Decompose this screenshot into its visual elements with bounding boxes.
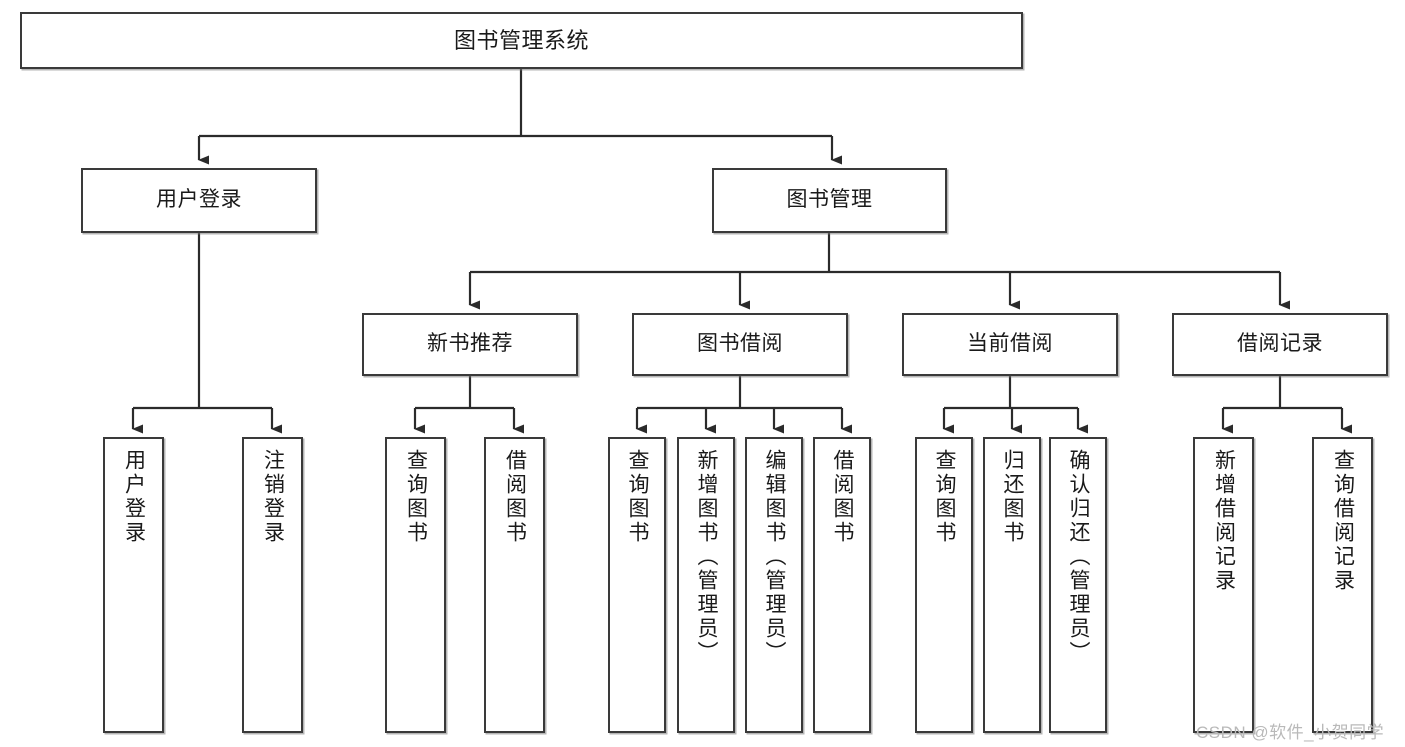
node-leaf-add-borrow-record[interactable]: 新增借阅记录 bbox=[1193, 437, 1254, 733]
node-leaf-borrow-book-rec[interactable]: 借阅图书 bbox=[484, 437, 545, 733]
node-borrow-record[interactable]: 借阅记录 bbox=[1172, 313, 1388, 376]
node-leaf-query-book-cur[interactable]: 查询图书 bbox=[915, 437, 973, 733]
node-leaf-add-borrow-record-label: 新增借阅记录 bbox=[1212, 449, 1236, 593]
node-leaf-borrow-book-bor[interactable]: 借阅图书 bbox=[813, 437, 871, 733]
node-leaf-return-book[interactable]: 归还图书 bbox=[983, 437, 1041, 733]
node-leaf-borrow-book-bor-label: 借阅图书 bbox=[831, 449, 855, 545]
node-leaf-borrow-book-rec-label: 借阅图书 bbox=[503, 449, 527, 545]
node-book-borrow[interactable]: 图书借阅 bbox=[632, 313, 848, 376]
node-current-borrow-label: 当前借阅 bbox=[967, 332, 1053, 356]
watermark: CSDN @软件_小贺同学 bbox=[1196, 723, 1385, 742]
node-leaf-edit-book-admin-label: 编辑图书（管理员） bbox=[763, 449, 787, 665]
node-leaf-query-borrow-record[interactable]: 查询借阅记录 bbox=[1312, 437, 1373, 733]
node-book-borrow-label: 图书借阅 bbox=[697, 332, 783, 356]
node-leaf-user-logout[interactable]: 注销登录 bbox=[242, 437, 303, 733]
node-leaf-query-book-bor[interactable]: 查询图书 bbox=[608, 437, 666, 733]
node-leaf-user-login-label: 用户登录 bbox=[122, 449, 146, 545]
node-leaf-add-book-admin[interactable]: 新增图书（管理员） bbox=[677, 437, 735, 733]
node-leaf-return-book-label: 归还图书 bbox=[1001, 449, 1025, 545]
node-root[interactable]: 图书管理系统 bbox=[20, 12, 1023, 69]
node-book-manage[interactable]: 图书管理 bbox=[712, 168, 947, 233]
node-new-book-recommend[interactable]: 新书推荐 bbox=[362, 313, 578, 376]
node-leaf-confirm-return-admin[interactable]: 确认归还（管理员） bbox=[1049, 437, 1107, 733]
node-current-borrow[interactable]: 当前借阅 bbox=[902, 313, 1118, 376]
node-new-book-recommend-label: 新书推荐 bbox=[427, 332, 513, 356]
node-book-manage-label: 图书管理 bbox=[786, 188, 873, 212]
node-leaf-add-book-admin-label: 新增图书（管理员） bbox=[695, 449, 719, 665]
node-leaf-user-login[interactable]: 用户登录 bbox=[103, 437, 164, 733]
node-leaf-query-borrow-record-label: 查询借阅记录 bbox=[1331, 449, 1355, 593]
node-leaf-user-logout-label: 注销登录 bbox=[261, 449, 285, 545]
node-leaf-query-book-rec[interactable]: 查询图书 bbox=[385, 437, 446, 733]
node-leaf-confirm-return-admin-label: 确认归还（管理员） bbox=[1067, 449, 1091, 665]
node-leaf-query-book-bor-label: 查询图书 bbox=[626, 449, 650, 545]
node-user-login[interactable]: 用户登录 bbox=[81, 168, 317, 233]
node-borrow-record-label: 借阅记录 bbox=[1237, 332, 1323, 356]
node-user-login-label: 用户登录 bbox=[156, 188, 242, 212]
node-leaf-query-book-cur-label: 查询图书 bbox=[933, 449, 957, 545]
node-leaf-query-book-rec-label: 查询图书 bbox=[404, 449, 428, 545]
node-root-label: 图书管理系统 bbox=[453, 27, 589, 53]
node-leaf-edit-book-admin[interactable]: 编辑图书（管理员） bbox=[745, 437, 803, 733]
